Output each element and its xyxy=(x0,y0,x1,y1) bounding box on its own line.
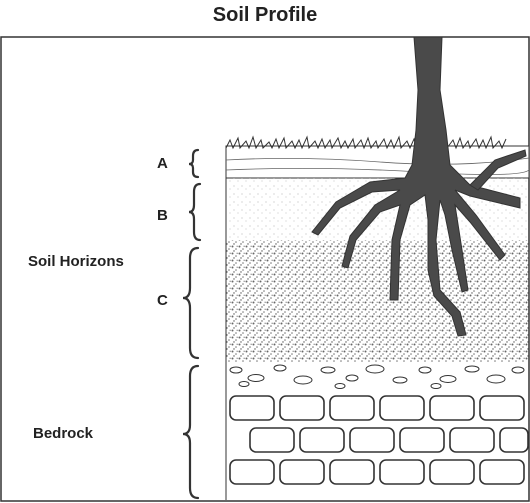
brace-b xyxy=(188,182,202,242)
horizon-c xyxy=(226,240,529,362)
pebble-layer xyxy=(229,364,525,389)
grass xyxy=(225,135,507,150)
brace-c xyxy=(182,246,200,360)
bedrock-blocks xyxy=(229,395,529,485)
brace-a xyxy=(188,148,200,179)
tree-roots xyxy=(311,36,527,337)
label-soil-horizons: Soil Horizons xyxy=(28,253,124,270)
label-horizon-a: A xyxy=(157,155,168,172)
label-horizon-c: C xyxy=(157,292,168,309)
label-horizon-b: B xyxy=(157,207,168,224)
label-bedrock: Bedrock xyxy=(33,425,94,442)
brace-bedrock xyxy=(182,364,200,500)
diagram-title: Soil Profile xyxy=(212,4,318,26)
horizon-braces xyxy=(182,148,202,500)
